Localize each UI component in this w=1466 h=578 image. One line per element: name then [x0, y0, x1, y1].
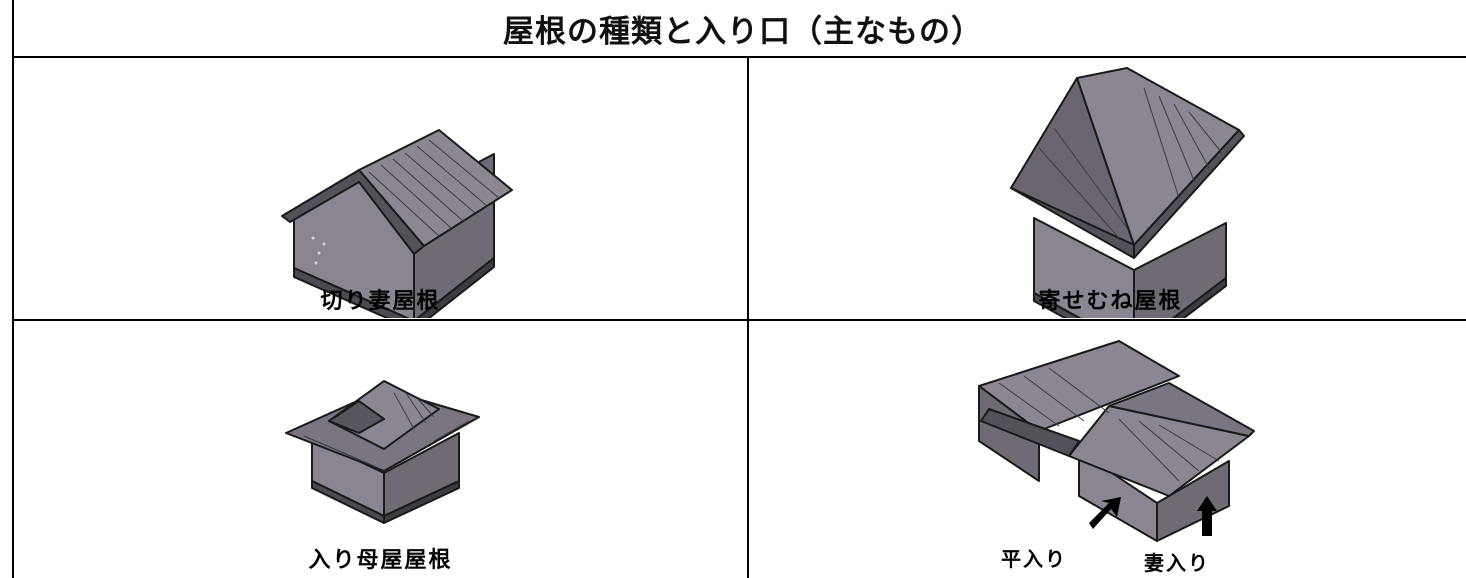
cell-entrance-types: 平入り 妻入り [747, 321, 1466, 578]
table-title: 屋根の種類と入り口（主なもの） [12, 0, 1466, 58]
cell-gable-roof: 切り妻屋根 [12, 58, 747, 321]
entrance-types-house-icon [978, 340, 1255, 542]
roof-label: 入り母屋屋根 [308, 547, 453, 573]
roof-label: 寄せむね屋根 [1038, 288, 1183, 314]
hip-and-gable-roof-house-icon [285, 380, 480, 524]
gable-roof-house-icon [281, 129, 513, 318]
gable-entrance-label: 妻入り [1144, 551, 1210, 575]
flat-entrance-label: 平入り [1001, 547, 1067, 571]
roof-label: 切り妻屋根 [320, 288, 441, 314]
cell-hip-and-gable-roof: 入り母屋屋根 [12, 321, 747, 578]
cell-hip-roof: 寄せむね屋根 [747, 58, 1466, 321]
roof-types-table: 屋根の種類と入り口（主なもの） [12, 0, 1466, 578]
hip-roof-house-icon [1010, 67, 1245, 318]
